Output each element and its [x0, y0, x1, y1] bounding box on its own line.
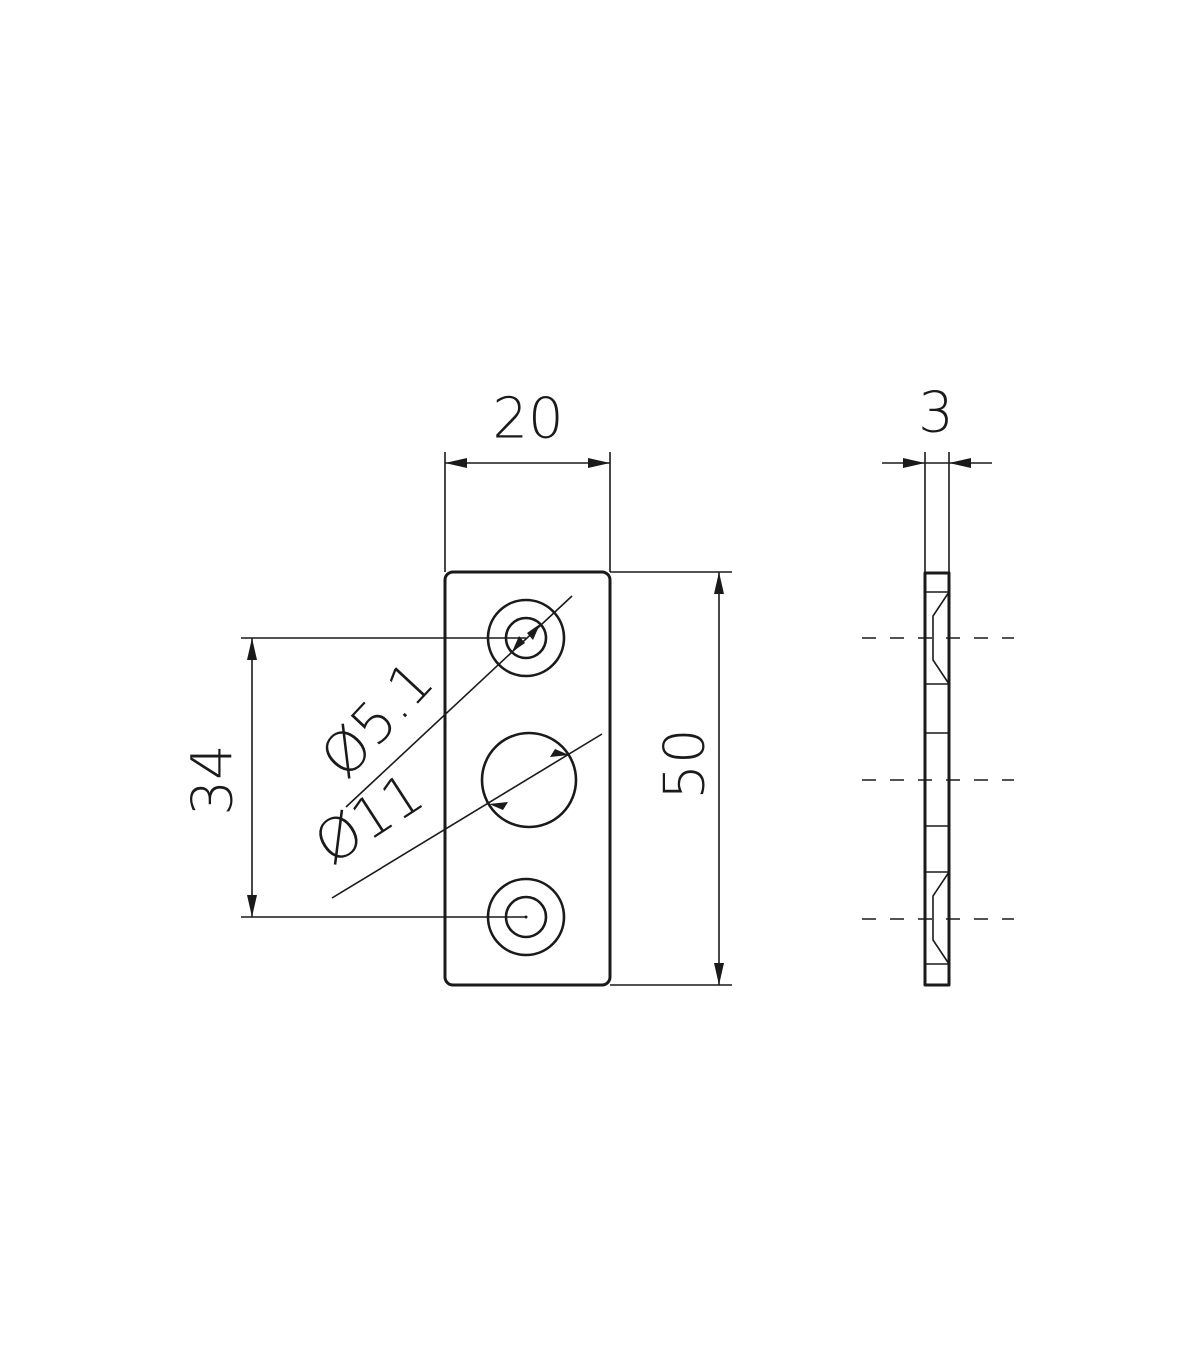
small-diameter-arrow-a — [512, 636, 525, 652]
plate-outline — [443, 570, 612, 987]
spacing-arrow-bottom — [247, 895, 257, 917]
height-dimension-label: 50 — [652, 728, 717, 799]
middle-large-hole — [480, 731, 578, 829]
small-diameter-label: Ø5.1 — [308, 649, 446, 791]
thickness-dimension-label: 3 — [918, 380, 954, 445]
width-dimension: 20 — [444, 386, 611, 572]
thickness-arrow-left — [903, 458, 925, 468]
side-view — [862, 571, 1014, 987]
large-diameter-label: Ø11 — [303, 761, 435, 878]
large-diameter-leader — [331, 733, 603, 899]
side-profile-outline — [923, 571, 951, 987]
width-arrow-right — [588, 458, 610, 468]
width-arrow-left — [445, 458, 467, 468]
large-diameter-arrow-b — [550, 749, 569, 757]
thickness-dimension: 3 — [882, 380, 992, 573]
bottom-countersink-profile — [932, 871, 950, 965]
height-arrow-bottom — [714, 963, 724, 985]
spacing-arrow-top — [247, 638, 257, 660]
top-countersink-profile — [932, 591, 950, 685]
large-diameter-arrow-a — [489, 802, 508, 810]
small-diameter-arrow-b — [527, 624, 540, 640]
height-dimension: 50 — [610, 571, 732, 986]
width-dimension-label: 20 — [492, 386, 563, 451]
hole-spacing-dimension: 34 — [180, 637, 526, 918]
thickness-arrow-right — [949, 458, 971, 468]
height-arrow-top — [714, 572, 724, 594]
spacing-dimension-label: 34 — [180, 744, 245, 815]
